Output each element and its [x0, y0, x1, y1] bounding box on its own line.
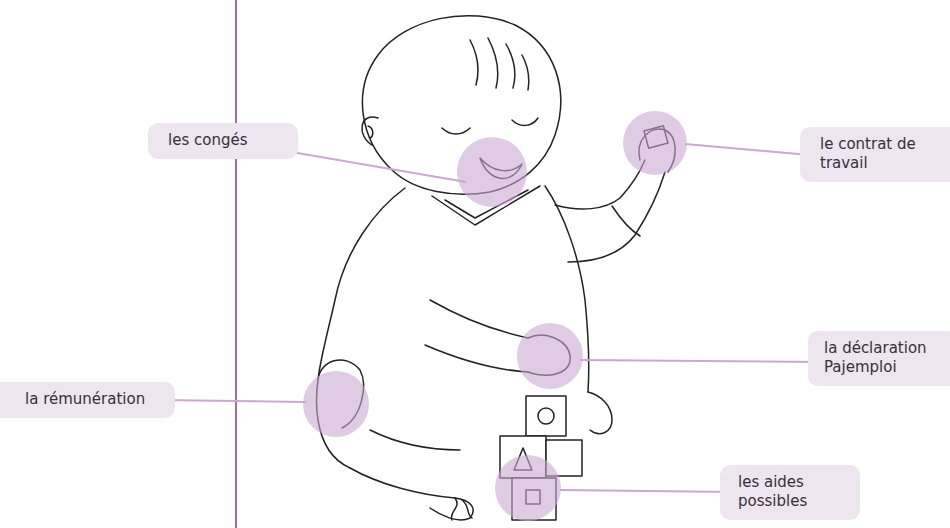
highlight-circles: [303, 111, 687, 521]
leader-line: [280, 150, 466, 182]
callout-box: la déclaration Pajemploi: [808, 331, 950, 386]
baby-arm: [430, 300, 528, 338]
callout-box: le contrat de travail: [800, 127, 950, 182]
toy-cube: [526, 396, 566, 436]
callout-box: la rémunération: [0, 382, 175, 418]
baby-hair: [470, 38, 529, 90]
baby-ear: [362, 117, 378, 145]
highlight-circle: [517, 323, 583, 389]
highlight-circle: [623, 111, 687, 175]
baby-leg: [350, 468, 473, 520]
baby-eyes: [442, 118, 538, 134]
callout-text: la rémunération: [25, 390, 163, 410]
leader-line: [160, 400, 306, 402]
baby-foot: [588, 392, 612, 434]
highlight-circle: [457, 137, 527, 207]
callout-text: le contrat de travail: [820, 135, 938, 174]
divider-line: [235, 0, 237, 528]
leader-line: [560, 490, 736, 492]
highlight-circle: [495, 455, 561, 521]
highlight-circle: [303, 371, 369, 437]
cube-symbol: [538, 408, 554, 424]
callout-box: les congés: [148, 123, 298, 159]
leader-line: [580, 360, 826, 362]
callout-text: les aides possibles: [738, 473, 848, 512]
baby-arm: [555, 160, 645, 209]
baby-arm: [425, 345, 528, 372]
callout-box: les aides possibles: [720, 465, 860, 520]
baby-leg: [370, 430, 460, 450]
callout-text: la déclaration Pajemploi: [824, 339, 938, 378]
baby-drawing: [316, 16, 675, 520]
callout-text: les congés: [168, 131, 286, 151]
baby-cuff: [612, 206, 640, 236]
baby-toes: [451, 498, 472, 520]
baby-arm: [568, 172, 665, 262]
leader-lines: [160, 144, 826, 492]
